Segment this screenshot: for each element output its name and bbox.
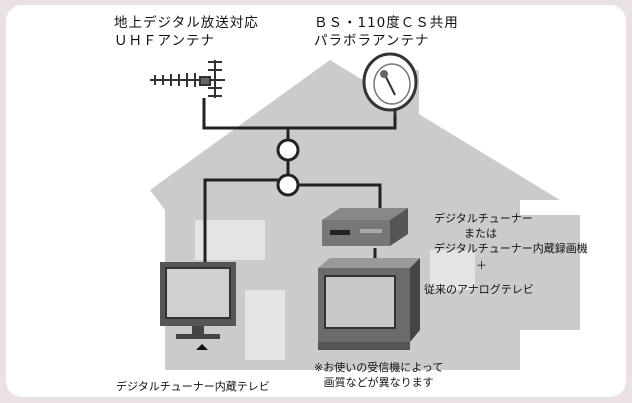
- plus-sign: ＋: [476, 259, 487, 272]
- tuner-box-label-line1: デジタルチューナー: [434, 212, 533, 225]
- digital-tv-label: デジタルチューナー内蔵テレビ: [116, 380, 270, 393]
- uhf-antenna-label-line2: ＵＨＦアンテナ: [114, 33, 215, 49]
- mixer-circle: [276, 138, 300, 162]
- analog-tv-label: 従来のアナログテレビ: [424, 283, 534, 296]
- tuner-box-icon: [322, 208, 408, 246]
- digital-tv-icon: [160, 262, 236, 350]
- tuner-box-label: デジタルチューナー または デジタルチューナー内蔵録画機: [434, 211, 588, 256]
- receiver-note-line2: 画質などが異なります: [323, 376, 434, 389]
- house-windows: [195, 220, 475, 360]
- uhf-antenna-icon: [150, 60, 225, 98]
- analog-tv-icon: [318, 258, 420, 350]
- bs-antenna-label-line2: パラボラアンテナ: [314, 33, 430, 49]
- uhf-antenna-label: 地上デジタル放送対応 ＵＨＦアンテナ: [114, 14, 259, 50]
- cable-lines: [202, 98, 397, 265]
- tuner-box-label-line3: デジタルチューナー内蔵録画機: [434, 242, 588, 255]
- receiver-note: ※お使いの受信機によって 画質などが異なります: [314, 360, 443, 390]
- bs-antenna-label: ＢＳ・110度ＣＳ共用 パラボラアンテナ: [314, 14, 459, 50]
- tuner-box-label-line2: または: [464, 227, 497, 240]
- receiver-note-line1: ※お使いの受信機によって: [314, 361, 444, 374]
- bs-antenna-label-line1: ＢＳ・110度ＣＳ共用: [314, 15, 459, 31]
- parabola-antenna-icon: [362, 52, 418, 115]
- uhf-antenna-label-line1: 地上デジタル放送対応: [114, 15, 259, 31]
- splitter-circle: [276, 173, 300, 197]
